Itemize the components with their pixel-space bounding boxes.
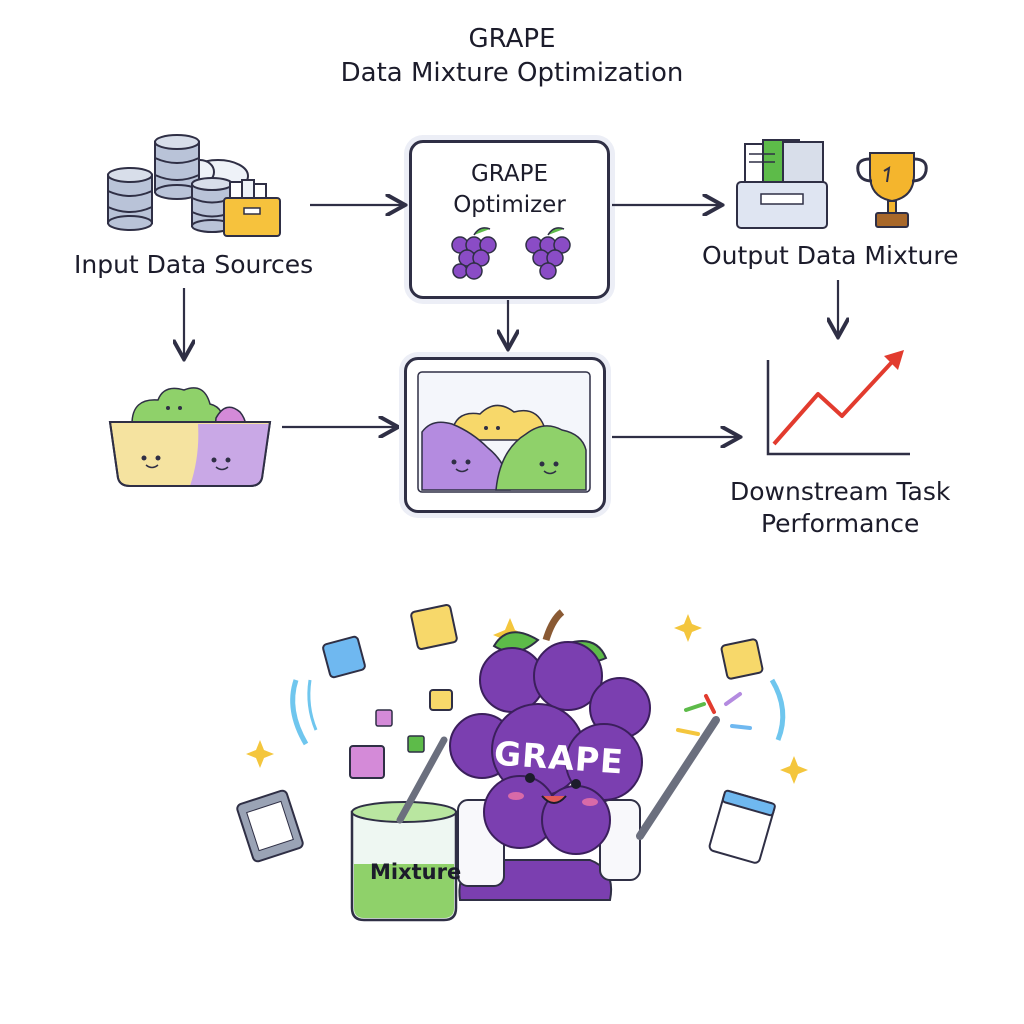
trophy-icon <box>856 152 928 228</box>
bowl-illustration <box>108 387 272 487</box>
optimizer-line-1: GRAPE <box>470 161 548 187</box>
output-mixture-label: Output Data Mixture <box>702 241 959 270</box>
folder-icon <box>223 179 281 237</box>
tablet-icon <box>708 789 776 864</box>
input-sources-label: Input Data Sources <box>74 250 314 279</box>
optimizer-panel: GRAPE Optimizer <box>409 140 610 299</box>
input-sources-illustration <box>107 134 281 237</box>
chart-icon <box>766 350 910 456</box>
optimizer-line-2: Optimizer <box>453 192 566 218</box>
title-line-2: Data Mixture Optimization <box>340 58 684 88</box>
data-cube-icon <box>720 638 786 741</box>
data-cube-icon <box>290 635 366 746</box>
diagram-title: GRAPE Data Mixture Optimization <box>0 22 1024 90</box>
output-box-illustration <box>736 139 828 229</box>
grape-icon <box>451 227 497 280</box>
performance-line-2: Performance <box>760 509 920 538</box>
grape-icon <box>525 227 571 280</box>
beaker-label: Mixture <box>370 860 462 884</box>
performance-line-1: Downstream Task <box>730 477 951 506</box>
data-cube-icon <box>410 604 458 650</box>
tank-contents-illustration <box>417 371 591 493</box>
optimizer-title: GRAPE Optimizer <box>412 159 607 221</box>
data-cube-icon <box>429 689 453 711</box>
beaker-icon <box>350 736 458 922</box>
database-icon <box>154 134 200 200</box>
title-line-1: GRAPE <box>468 24 556 54</box>
mascot-scene <box>236 604 808 922</box>
performance-label: Downstream Task Performance <box>730 476 950 540</box>
flow-arrows <box>0 0 1024 560</box>
grape-mascot <box>449 609 752 901</box>
tablet-icon <box>236 789 304 863</box>
database-icon <box>107 167 153 231</box>
